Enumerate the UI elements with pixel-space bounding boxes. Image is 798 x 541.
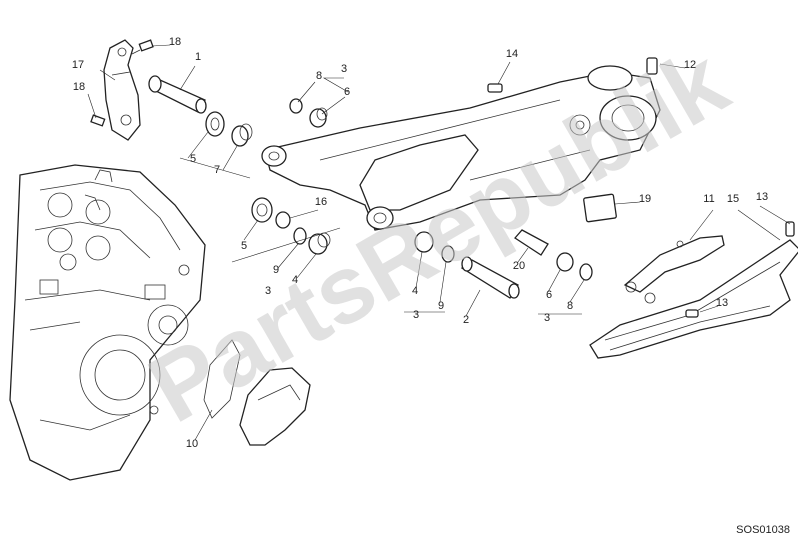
watermark: PartsRepublik — [132, 27, 745, 443]
callout-c15: 15 — [727, 193, 739, 205]
bush-4-left — [308, 232, 331, 255]
seal-9-left — [293, 227, 307, 245]
bush-4-right — [414, 231, 434, 253]
callout-c3b: 3 — [265, 285, 271, 297]
callout-leaders — [87, 44, 791, 441]
callout-c3a: 3 — [341, 63, 347, 75]
callout-c13a: 13 — [756, 191, 768, 203]
callout-c16: 16 — [315, 196, 327, 208]
callout-c20: 20 — [513, 260, 525, 272]
gear-icon — [569, 114, 591, 136]
spacer-20 — [514, 229, 549, 256]
label-19 — [583, 193, 617, 223]
bolt-18-top — [131, 39, 154, 55]
callout-c11: 11 — [703, 193, 714, 205]
callout-c1: 1 — [195, 51, 201, 63]
sprocket-cover — [239, 367, 311, 446]
nipple-14 — [487, 83, 503, 93]
callout-c3c: 3 — [413, 309, 419, 321]
engine-block — [9, 164, 206, 481]
chain-guard-11 — [623, 235, 725, 293]
bolt-12 — [646, 57, 658, 75]
screw-13-top — [785, 221, 795, 237]
callout-c13b: 13 — [716, 297, 728, 309]
callout-c7: 7 — [214, 164, 220, 176]
bolt-18-left — [90, 114, 106, 127]
chain-guard-bracket — [103, 39, 141, 141]
drawing-code: SOS01038 — [736, 524, 790, 536]
callout-c19: 19 — [639, 193, 651, 205]
callout-c3d: 3 — [544, 312, 550, 324]
callout-c12: 12 — [684, 59, 696, 71]
callout-c14: 14 — [506, 48, 518, 60]
callout-c8b: 8 — [567, 300, 573, 312]
gasket-10 — [203, 339, 241, 419]
callout-c9a: 9 — [273, 264, 279, 276]
callout-c2: 2 — [463, 314, 469, 326]
bearing-5-top — [205, 111, 225, 137]
pivot-pin-1 — [148, 75, 207, 114]
seal-8-top — [289, 98, 303, 114]
bush-6-top — [309, 107, 328, 128]
callout-c8a: 8 — [316, 70, 322, 82]
callout-c10: 10 — [186, 438, 198, 450]
seal-9-right — [441, 245, 455, 263]
screw-13-bottom — [685, 309, 699, 318]
callout-c5b: 5 — [241, 240, 247, 252]
callout-c6b: 6 — [546, 289, 552, 301]
callout-c4b: 4 — [412, 285, 418, 297]
spacer-7 — [231, 123, 253, 147]
callout-c18a: 18 — [169, 36, 181, 48]
callout-c18b: 18 — [73, 81, 85, 93]
swingarm-body — [261, 65, 661, 231]
bush-6-right — [556, 252, 574, 272]
callout-c6a: 6 — [344, 86, 350, 98]
callout-c17: 17 — [72, 59, 84, 71]
pin-2 — [460, 256, 520, 299]
seal-16 — [275, 211, 291, 229]
callout-c5a: 5 — [190, 153, 196, 165]
callout-c9b: 9 — [438, 300, 444, 312]
chain-slider-15 — [589, 239, 798, 359]
seal-8-right — [579, 263, 593, 281]
callout-c4a: 4 — [292, 274, 298, 286]
bearing-5-bottom — [251, 197, 273, 223]
